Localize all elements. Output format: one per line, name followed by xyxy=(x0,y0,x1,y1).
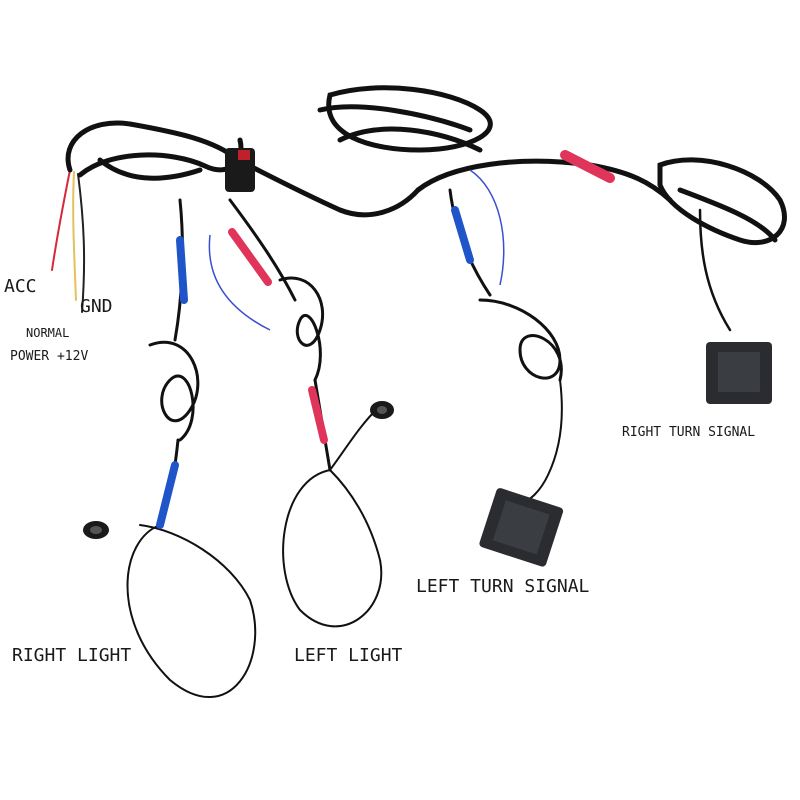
gnd-label: GND xyxy=(80,296,113,317)
normal-label: NORMAL xyxy=(26,326,70,340)
right-turn-branch xyxy=(698,208,732,332)
right-light-sensor-icon xyxy=(83,521,109,539)
power-leads xyxy=(51,169,86,313)
left-light-label: LEFT LIGHT xyxy=(294,645,403,666)
right-light-branch xyxy=(126,198,257,698)
left-turn-signal-label: LEFT TURN SIGNAL xyxy=(416,576,590,597)
power-label: POWER +12V xyxy=(10,349,89,364)
right-light-label: RIGHT LIGHT xyxy=(12,645,132,666)
left-turn-sensor-pad xyxy=(479,488,564,567)
acc-label: ACC xyxy=(4,276,37,297)
signal-wires xyxy=(208,169,505,331)
heat-shrink-sleeves xyxy=(156,150,615,529)
left-light-sensor-icon xyxy=(370,401,394,419)
connector-fuse-icon xyxy=(238,150,250,160)
right-turn-sensor-pad xyxy=(706,342,772,404)
right-turn-signal-label: RIGHT TURN SIGNAL xyxy=(622,425,756,440)
main-cable-bundle xyxy=(65,85,787,246)
